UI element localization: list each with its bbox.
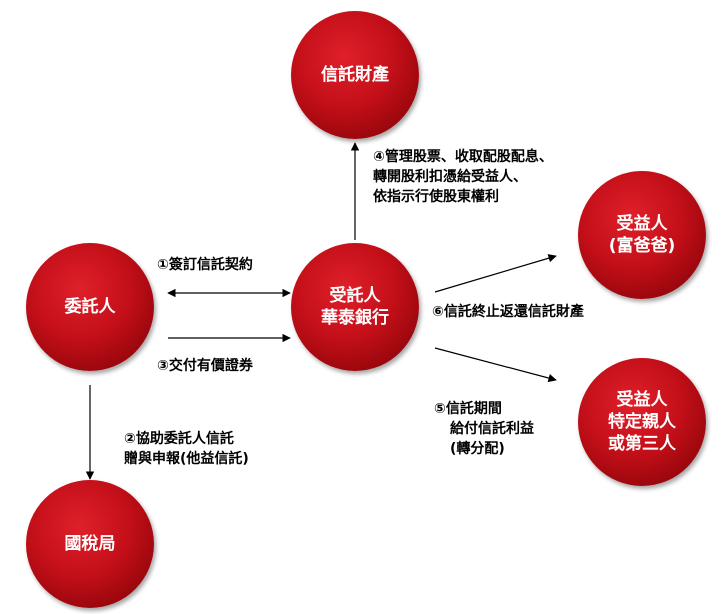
label-step5-line-3: (轉分配) <box>450 441 505 457</box>
node-settlor: 委託人 <box>26 243 154 371</box>
label-step5-line-2: 給付信託利益 <box>450 421 534 437</box>
label-step3-line-1: ③交付有價證券 <box>157 358 253 374</box>
node-settlor-line-1: 委託人 <box>64 297 116 317</box>
node-trustee-line-1: 受託人 <box>329 286 381 306</box>
label-step6-line-1: ⑥信託終止返還信託財產 <box>432 304 584 320</box>
node-beneficiary-other: 受益人 特定親人 或第三人 <box>578 358 706 486</box>
label-step4-line-2: 轉開股利扣憑給受益人、 <box>373 169 527 185</box>
node-beneficiary-parent-line-2: (富爸爸) <box>608 236 676 256</box>
node-tax-bureau: 國稅局 <box>26 480 154 608</box>
label-step5: ⑤信託期間 給付信託利益 (轉分配) <box>434 399 534 459</box>
label-step4-line-3: 依指示行使股東權利 <box>373 189 499 205</box>
node-trustee: 受託人 華泰銀行 <box>291 243 419 371</box>
label-step1-line-1: ①簽訂信託契約 <box>157 257 253 273</box>
node-beneficiary-parent: 受益人 (富爸爸) <box>578 171 706 299</box>
label-step2: ②協助委託人信託 贈與申報(他益信託) <box>124 429 249 469</box>
node-trust-property: 信託財產 <box>291 11 419 139</box>
label-step1: ①簽訂信託契約 <box>157 255 253 275</box>
label-step6: ⑥信託終止返還信託財產 <box>432 302 584 322</box>
label-step5-line-1: ⑤信託期間 <box>434 401 502 417</box>
label-step4: ④管理股票、收取配股配息、 轉開股利扣憑給受益人、 依指示行使股東權利 <box>373 147 553 207</box>
node-trust-property-line-1: 信託財產 <box>321 65 389 85</box>
label-step4-line-1: ④管理股票、收取配股配息、 <box>373 149 553 165</box>
node-beneficiary-other-line-3: 或第三人 <box>608 434 676 454</box>
label-step2-line-1: ②協助委託人信託 <box>124 431 234 447</box>
node-beneficiary-parent-line-1: 受益人 <box>616 214 668 234</box>
node-tax-bureau-line-1: 國稅局 <box>64 534 116 554</box>
node-beneficiary-other-line-2: 特定親人 <box>608 412 676 432</box>
arrow-trustee-beneficiary-parent <box>434 254 557 293</box>
node-beneficiary-other-line-1: 受益人 <box>616 390 668 410</box>
arrow-trustee-beneficiary-other <box>434 347 557 383</box>
node-trustee-line-2: 華泰銀行 <box>321 308 389 328</box>
label-step2-line-2: 贈與申報(他益信託) <box>124 451 249 467</box>
label-step3: ③交付有價證券 <box>157 356 253 376</box>
